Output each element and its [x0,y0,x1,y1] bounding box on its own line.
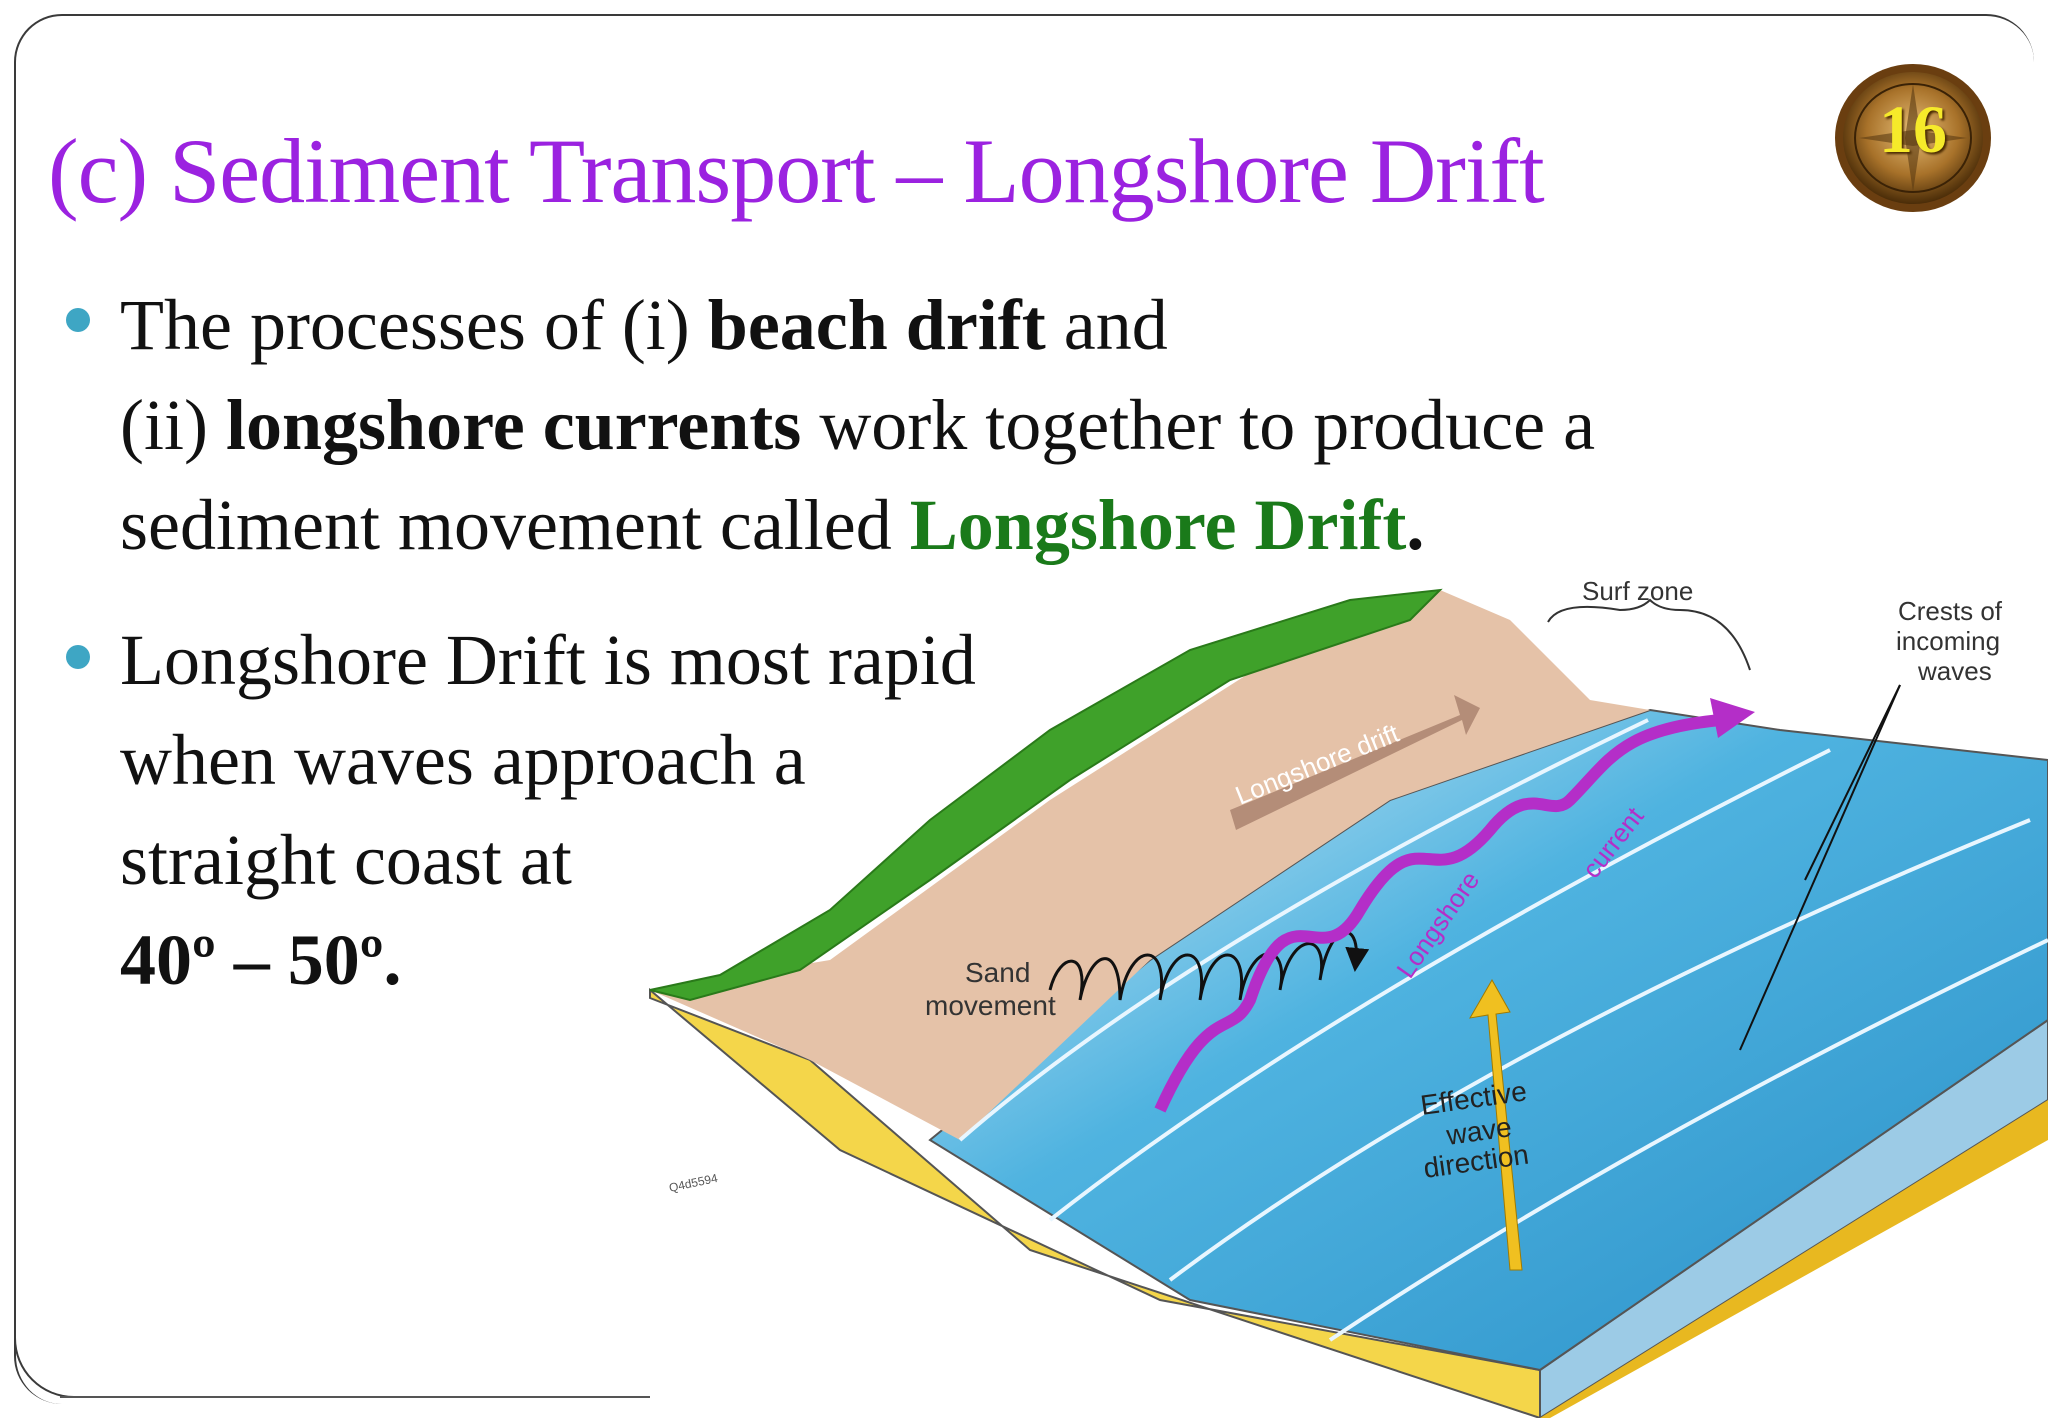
text-run: The processes of (i) [120,285,708,365]
crest-pointer-1 [1804,684,1901,881]
term-beach-drift: beach drift [707,285,1046,365]
label-crests-3: waves [1917,656,1992,686]
wave-crest-2 [1048,748,1831,1222]
text-run: work together to produce a [801,385,1596,465]
slide-frame [14,14,2034,1404]
bullet-dot [66,645,90,669]
label-crests-2: incoming [1896,626,2000,656]
bullet-dot [66,308,90,332]
compass-badge: 16 [1828,58,1998,218]
text-run: and [1045,285,1168,365]
text-run: . [1406,485,1425,565]
compass-icon [1835,64,1991,212]
crest-pointer-2 [1739,684,1901,1051]
bullet2-line3: straight coast at [120,820,572,900]
bullet1-line2: (ii) longshore currents work together to… [120,375,1595,475]
label-diagram-code: Q4d5594 [668,1171,720,1195]
term-longshore-drift: Longshore Drift [909,485,1407,565]
text-run: sediment movement called [120,485,910,565]
beach [650,590,1650,1140]
sand-movement-path [1048,930,1370,1001]
bullet2-line1: Longshore Drift is most rapid [120,620,976,700]
text-run: (ii) [120,385,226,465]
surf-zone-brace [1547,598,1751,671]
effective-wave-arrow [1469,978,1523,1271]
sand-layer-right [1540,1100,2048,1418]
term-longshore-currents: longshore currents [225,385,802,465]
page-number: 16 [1879,91,1947,167]
wave-crest-4 [1328,938,2048,1342]
label-crests-1: Crests of [1898,596,2003,626]
vegetation [649,588,1443,1002]
wave-crest-3 [1168,818,2031,1282]
bullet1-line3: sediment movement called Longshore Drift… [120,475,1424,575]
water-block-front [1539,1018,2048,1418]
bullet1-line1: The processes of (i) beach drift and [120,275,1168,375]
longshore-drift-diagram: Longshore drift Longshore current Effect… [649,580,2048,1418]
slide-title: (c) Sediment Transport – Longshore Drift [48,120,1545,222]
bullet2-line2: when waves approach a [120,720,806,800]
longshore-current-arrow [1154,714,1721,1113]
label-sand-2: movement [925,990,1056,1021]
label-sand-1: Sand [965,957,1030,988]
longshore-drift-arrow [1230,695,1480,830]
bottom-rule [60,1396,650,1398]
wave-crest-1 [958,718,1649,1142]
longshore-current-arrowhead [1710,698,1755,738]
bullet2-line4: 40º – 50º. [120,920,402,1000]
label-surf-zone: Surf zone [1582,580,1693,606]
